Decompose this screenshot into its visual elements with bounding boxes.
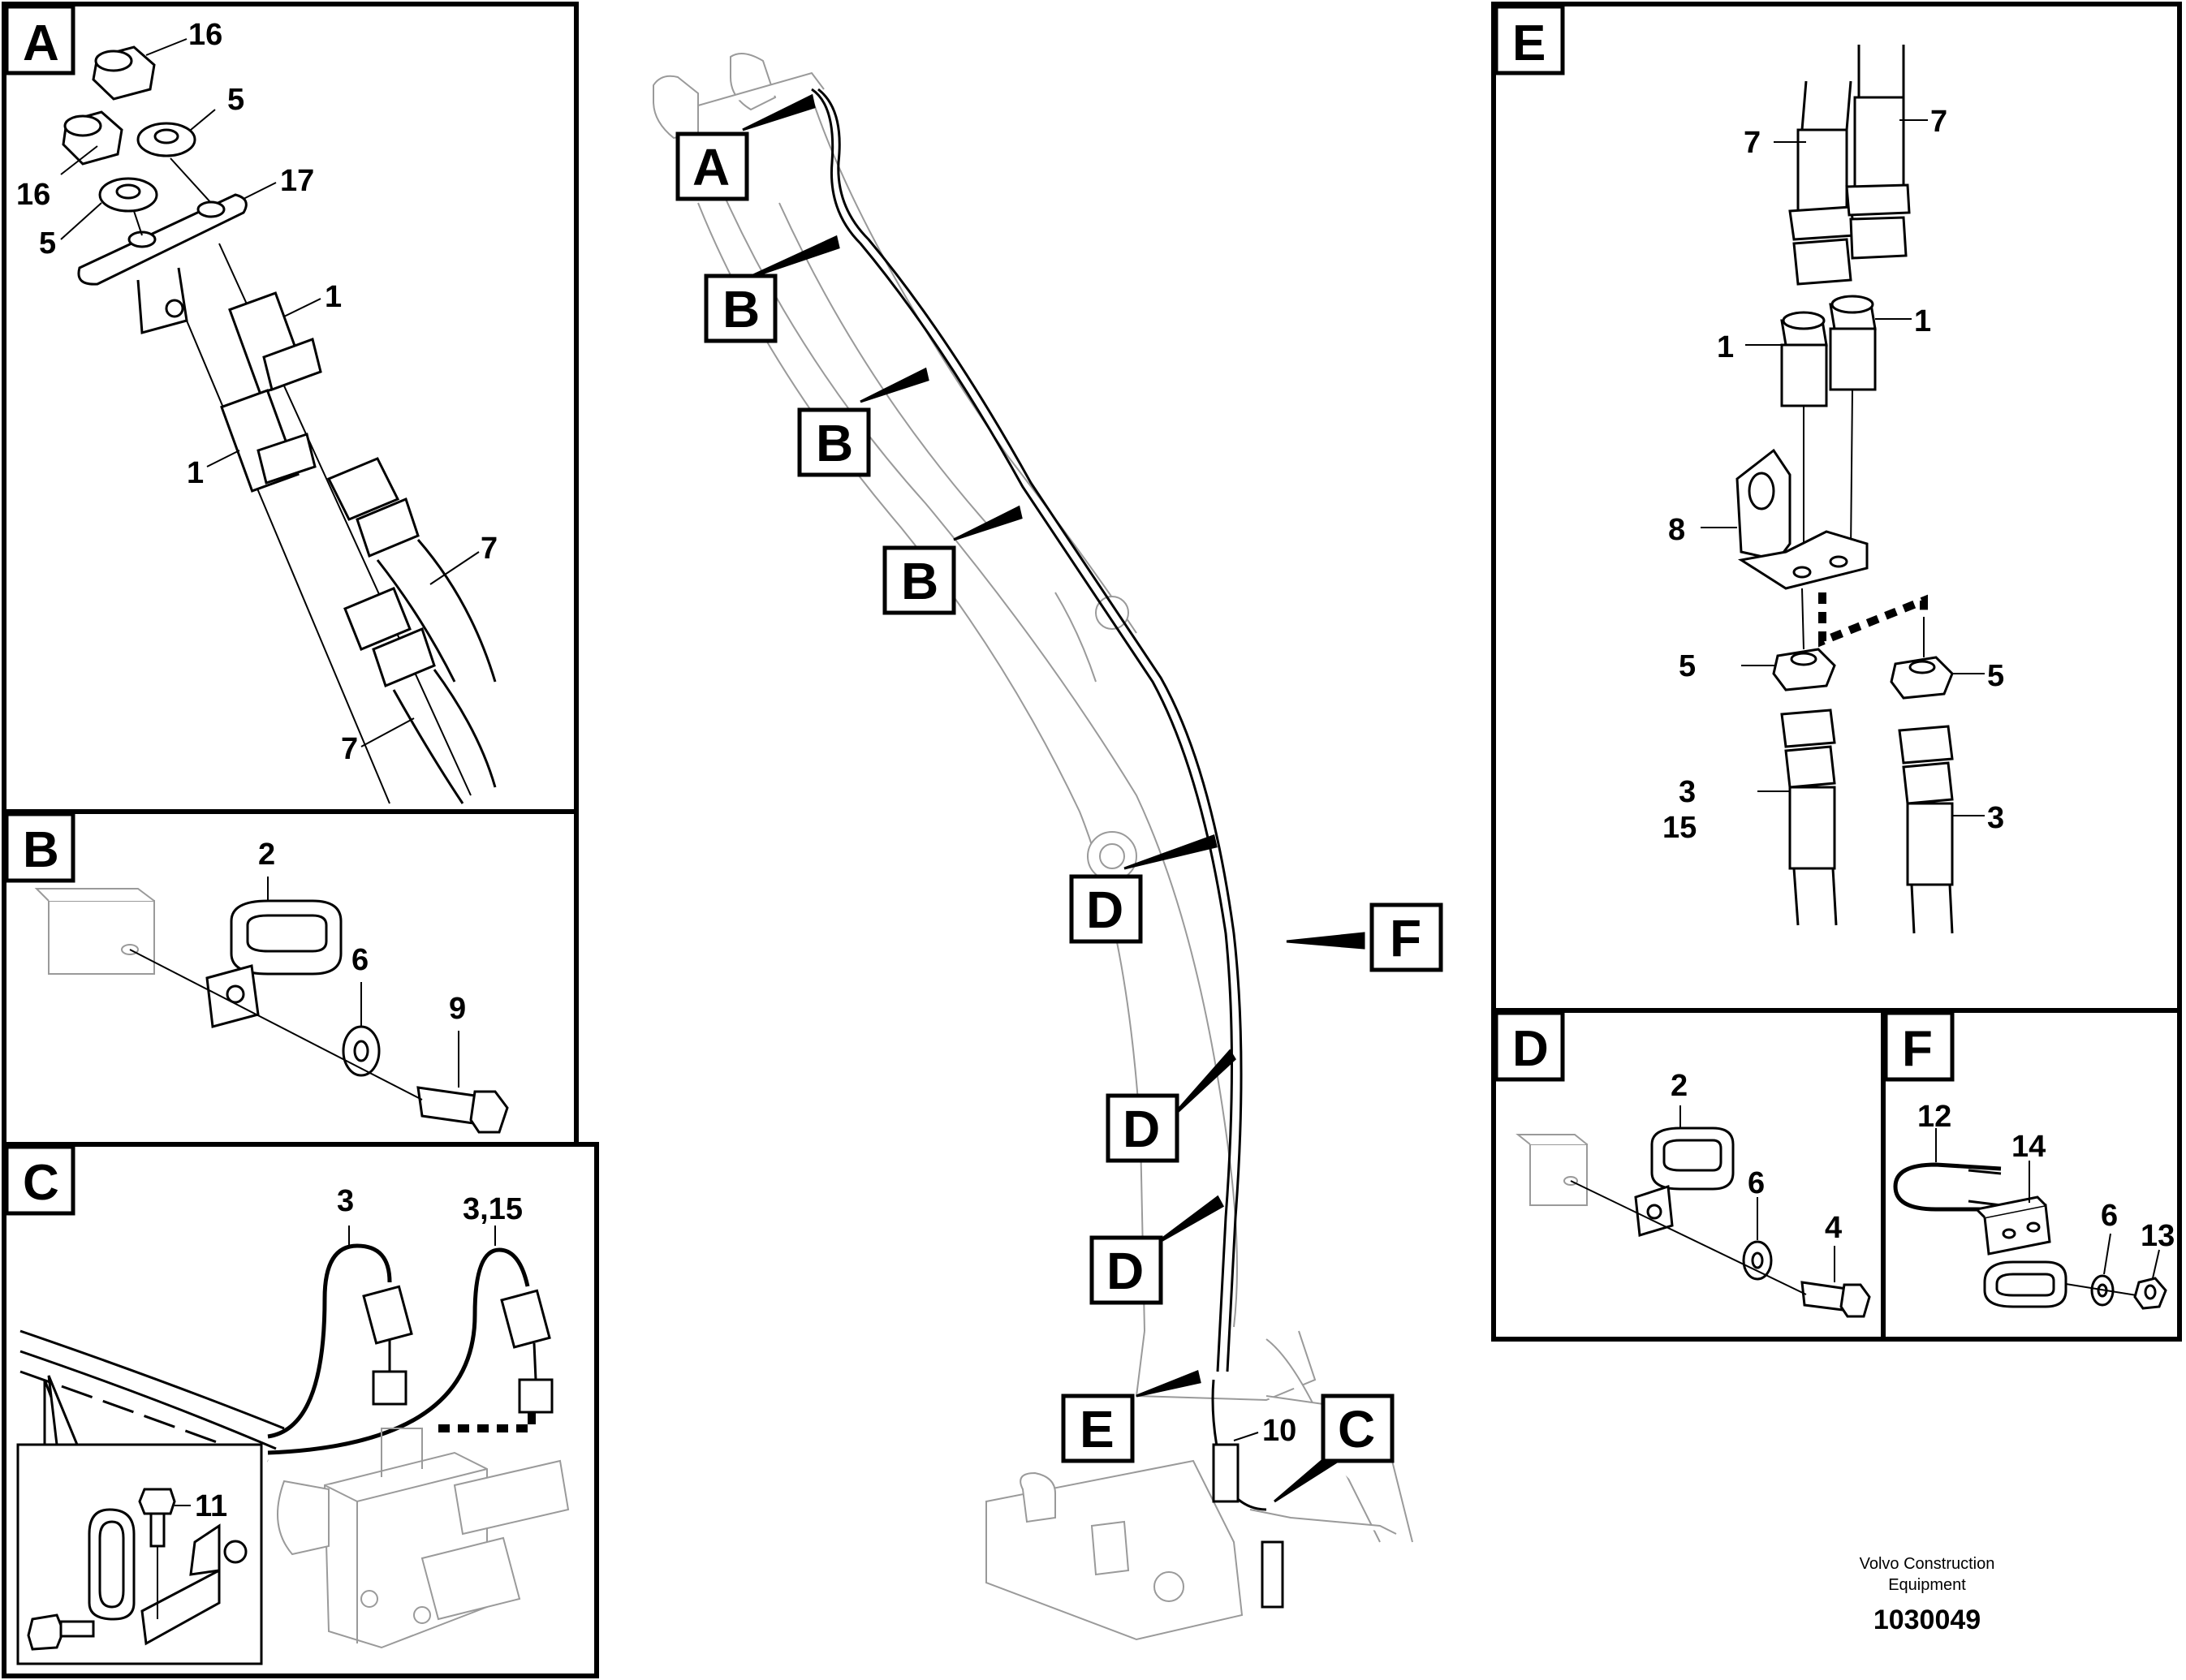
boom-assembly: 10 A B B B D D D E C F (653, 53, 1443, 1641)
bracket-8-icon (1735, 448, 1869, 590)
label-9: 9 (449, 992, 466, 1026)
boom-callout-d: D (1106, 1242, 1144, 1300)
bolt-icon (27, 1613, 95, 1651)
document-number: 1030049 (1873, 1605, 1981, 1635)
label-15: 15 (1662, 811, 1697, 845)
panel-c: C (2, 1142, 599, 1678)
label-1: 1 (1914, 304, 1931, 338)
panel-c-badge: C (23, 1155, 59, 1211)
label-1: 1 (187, 456, 204, 490)
label-16: 16 (188, 18, 222, 52)
clamp-2-icon (205, 899, 343, 1028)
hose-bundle-icon (1212, 1443, 1240, 1503)
label-5: 5 (1987, 659, 2004, 693)
nut-13-icon (2133, 1277, 2167, 1310)
boom-callout-d: D (1086, 881, 1123, 939)
nut-icon (223, 1540, 248, 1564)
panel-e-badge: E (1512, 15, 1546, 71)
panel-e: E (1491, 2, 2182, 1013)
inset-detail: 11 (16, 1375, 263, 1665)
fitting-1-icon (228, 291, 322, 395)
panel-b: B 2 6 9 (2, 809, 579, 1147)
label-6: 6 (351, 943, 369, 977)
nut-5-icon (1772, 648, 1836, 691)
bracket-icon (140, 1568, 221, 1646)
panel-f-badge: F (1902, 1021, 1933, 1077)
boom-callout-f: F (1390, 909, 1421, 967)
label-2: 2 (1671, 1069, 1688, 1103)
panel-d: D 2 6 4 (1491, 1008, 1886, 1342)
label-3-15: 3,15 (463, 1192, 523, 1226)
hose-3-15-fitting-icon (500, 1289, 554, 1414)
nut-16-icon (92, 45, 156, 101)
bolt-11-icon (138, 1488, 176, 1548)
boom-callout-e: E (1080, 1400, 1115, 1458)
label-6: 6 (1748, 1166, 1765, 1200)
clamp-icon (88, 1508, 136, 1621)
label-6: 6 (2101, 1199, 2118, 1233)
label-4: 4 (1825, 1211, 1842, 1245)
hose-3-icon (1898, 725, 1954, 934)
bolt-9-icon (416, 1086, 509, 1134)
boom-callout-b: B (722, 280, 760, 338)
hose-7-icon (326, 457, 497, 683)
boom-callout-d: D (1123, 1100, 1160, 1158)
label-16: 16 (16, 178, 50, 212)
fitting-1-icon (1829, 295, 1877, 391)
label-7: 7 (481, 532, 498, 566)
mounting-block-icon (48, 900, 155, 975)
footer: Volvo Construction Equipment 1030049 (1860, 1555, 1995, 1635)
hose-7-icon (1845, 45, 1911, 260)
hose-7-icon (1788, 80, 1856, 286)
label-3: 3 (337, 1184, 354, 1218)
label-5: 5 (1679, 649, 1696, 683)
label-12: 12 (1917, 1100, 1951, 1134)
valve-icon (1261, 1540, 1284, 1609)
label-10: 10 (1262, 1414, 1296, 1448)
hose-3-icon (1780, 709, 1838, 926)
panel-f: F 12 14 6 13 (1881, 1008, 2182, 1342)
boom-callout-c: C (1338, 1400, 1375, 1458)
boom-callout-b: B (901, 552, 938, 610)
fitting-1-icon (220, 389, 317, 493)
label-8: 8 (1668, 513, 1685, 547)
nut-5-icon (1890, 656, 1954, 700)
label-11: 11 (195, 1489, 227, 1523)
label-1: 1 (325, 280, 342, 314)
boom-callout-b: B (816, 414, 853, 472)
hose-3-fitting-icon (362, 1285, 413, 1406)
panel-d-badge: D (1512, 1021, 1549, 1077)
boom-callout-a: A (692, 138, 730, 196)
bolt-4-icon (1800, 1281, 1871, 1318)
label-2: 2 (258, 838, 275, 872)
credit-line-1: Volvo Construction (1860, 1555, 1995, 1573)
label-1: 1 (1717, 330, 1734, 364)
label-14: 14 (2011, 1130, 2046, 1164)
mounting-block-icon (1529, 1144, 1588, 1206)
hose-7-icon (343, 587, 497, 804)
label-3: 3 (1679, 775, 1696, 809)
label-7: 7 (341, 732, 358, 766)
label-3: 3 (1987, 801, 2004, 835)
label-7: 7 (1930, 105, 1947, 139)
nut-16-icon (62, 110, 123, 166)
panel-a: A (2, 2, 579, 814)
label-13: 13 (2141, 1219, 2175, 1253)
label-7: 7 (1744, 126, 1761, 160)
plate-17-icon (77, 193, 248, 286)
clamp-icon (1983, 1260, 2067, 1308)
label-17: 17 (280, 164, 314, 198)
fitting-1-icon (1780, 311, 1828, 407)
panel-a-badge: A (23, 15, 59, 71)
label-5: 5 (227, 83, 244, 117)
panel-b-badge: B (23, 822, 59, 878)
label-5: 5 (39, 226, 56, 261)
valve-block-icon (277, 1428, 570, 1649)
clamp-2-icon (1634, 1126, 1735, 1237)
credit-line-2: Equipment (1888, 1576, 1966, 1594)
